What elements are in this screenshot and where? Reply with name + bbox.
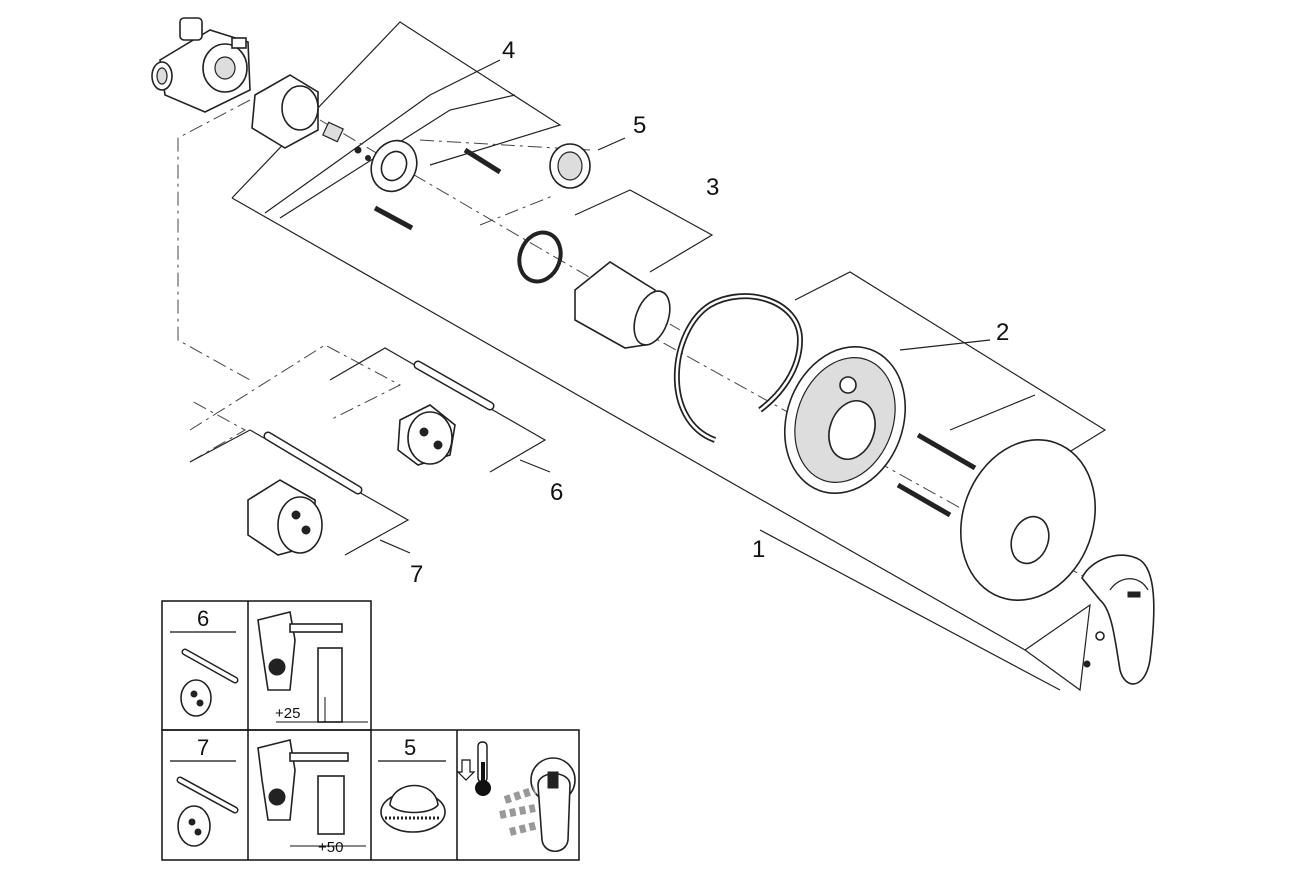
callout-7: 7 — [410, 561, 423, 588]
cap-part-5 — [549, 143, 591, 189]
callout-1: 1 — [752, 536, 765, 563]
c-ring — [673, 293, 804, 443]
callout-5: 5 — [633, 112, 646, 139]
escutcheon-plate — [959, 439, 1097, 601]
valve-depth-sketch-25: +25 — [257, 611, 368, 723]
o-ring — [517, 230, 563, 284]
callout-2: 2 — [996, 319, 1009, 346]
dimension-plus-50: +50 — [318, 839, 343, 856]
callout-4: 4 — [502, 37, 515, 64]
thermometer-icon — [456, 741, 491, 796]
legend-number-7: 7 — [197, 735, 209, 760]
callout-labels: 1 2 3 4 5 6 7 — [410, 37, 1009, 588]
lever-handle — [1081, 554, 1155, 685]
parts-6 — [397, 360, 495, 466]
valve-depth-sketch-50: +50 — [257, 739, 366, 856]
legend-number-5: 5 — [404, 735, 416, 760]
mounting-screws — [373, 147, 502, 231]
parts-7 — [247, 431, 363, 556]
dimension-plus-25: +25 — [275, 705, 300, 722]
valve-body — [151, 17, 251, 113]
plate-screws — [896, 432, 977, 518]
sleeve-part-3 — [574, 261, 671, 349]
legend-table: 6 +25 7 +50 — [161, 600, 580, 861]
cartridge — [251, 74, 371, 161]
mounting-plate — [783, 345, 907, 495]
flange-ring — [370, 139, 418, 193]
legend-number-6: 6 — [197, 606, 209, 631]
callout-3: 3 — [706, 174, 719, 201]
handle-rotation-sketch — [499, 757, 576, 853]
callout-6: 6 — [550, 479, 563, 506]
